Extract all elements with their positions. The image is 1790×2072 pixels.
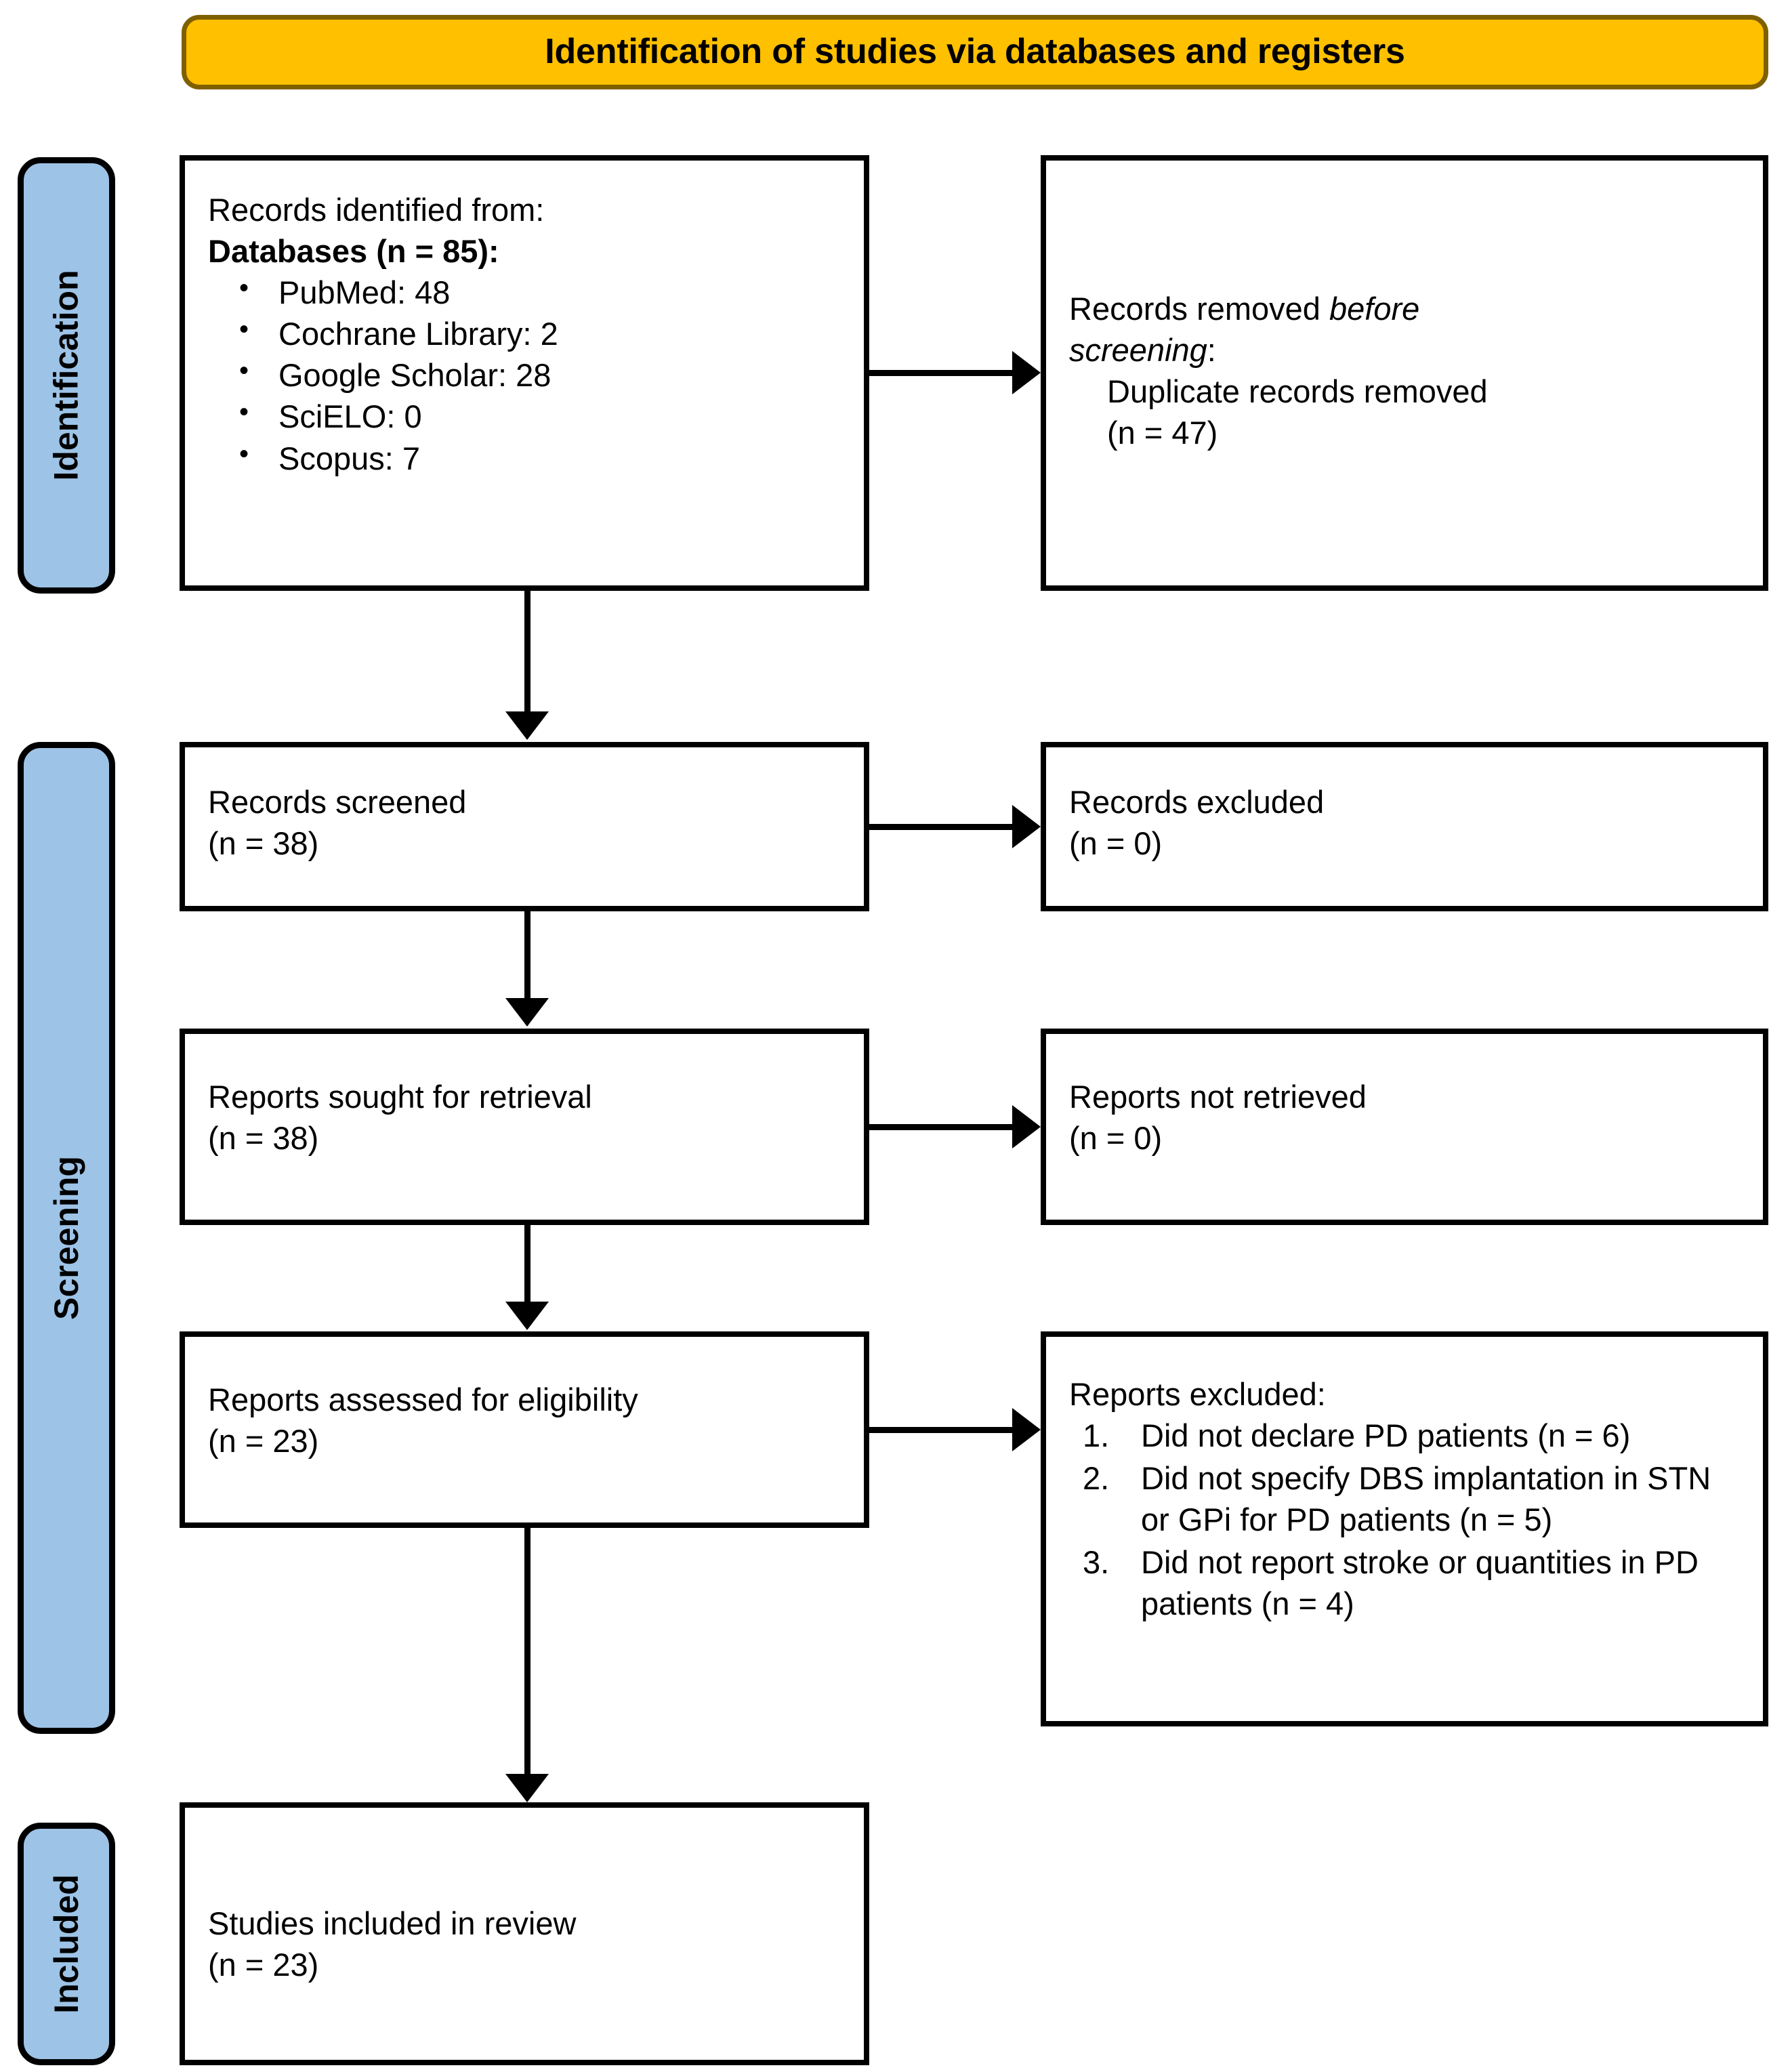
- records-screened-label: Records screened: [208, 784, 467, 820]
- reports-assessed-count: (n = 23): [208, 1423, 319, 1459]
- arrow-sought-to-assessed-line: [524, 1225, 530, 1303]
- arrow-identified-to-screened-head: [505, 711, 549, 740]
- reports-sought-count: (n = 38): [208, 1120, 319, 1157]
- stage-label-identification: Identification: [18, 157, 115, 594]
- stage-label-screening: Screening: [18, 742, 115, 1734]
- list-item: Google Scholar: 28: [239, 353, 848, 396]
- arrow-screened-to-sought-head: [505, 998, 549, 1027]
- list-item: Cochrane Library: 2: [239, 312, 848, 354]
- identification-banner: Identification of studies via databases …: [182, 15, 1768, 89]
- box-records-screened: Records screened (n = 38): [180, 742, 869, 911]
- arrow-assessed-to-reportsexcluded-line: [869, 1427, 1012, 1433]
- arrow-screened-to-sought-line: [524, 911, 530, 999]
- records-screened-count: (n = 38): [208, 825, 319, 862]
- records-identified-databases-total: Databases (n = 85):: [208, 233, 499, 270]
- studies-included-count: (n = 23): [208, 1947, 319, 1983]
- arrow-assessed-to-included-head: [505, 1774, 549, 1802]
- box-records-excluded-content: Records excluded (n = 0): [1069, 781, 1747, 864]
- arrow-assessed-to-reportsexcluded-head: [1012, 1408, 1041, 1451]
- records-identified-heading: Records identified from:: [208, 192, 545, 228]
- box-studies-included-content: Studies included in review (n = 23): [208, 1903, 848, 1985]
- list-item: SciELO: 0: [239, 394, 848, 437]
- records-removed-emph-screening: screening: [1069, 332, 1207, 369]
- arrow-identified-to-screened-line: [524, 591, 530, 713]
- box-reports-sought-for-retrieval: Reports sought for retrieval (n = 38): [180, 1029, 869, 1225]
- reports-sought-label: Reports sought for retrieval: [208, 1079, 592, 1115]
- banner-title: Identification of studies via databases …: [545, 32, 1405, 72]
- records-removed-heading-line1: Records removed before: [1069, 288, 1747, 329]
- box-reports-excluded-content: Reports excluded: Did not declare PD pat…: [1069, 1373, 1747, 1626]
- reports-excluded-reason-list: Did not declare PD patients (n = 6) Did …: [1069, 1415, 1747, 1624]
- records-excluded-count: (n = 0): [1069, 825, 1163, 862]
- records-removed-emph-before: before: [1329, 291, 1420, 327]
- box-records-screened-content: Records screened (n = 38): [208, 781, 848, 864]
- reports-not-retrieved-label: Reports not retrieved: [1069, 1079, 1367, 1115]
- box-reports-not-retrieved: Reports not retrieved (n = 0): [1041, 1029, 1768, 1225]
- box-reports-assessed-content: Reports assessed for eligibility (n = 23…: [208, 1379, 848, 1462]
- arrow-sought-to-assessed-head: [505, 1302, 549, 1330]
- database-source-list: PubMed: 48 Cochrane Library: 2 Google Sc…: [208, 270, 848, 479]
- box-reports-sought-content: Reports sought for retrieval (n = 38): [208, 1076, 848, 1159]
- list-item: Did not specify DBS implantation in STN …: [1083, 1457, 1711, 1538]
- arrow-screened-to-excluded-line: [869, 824, 1012, 830]
- box-reports-assessed-for-eligibility: Reports assessed for eligibility (n = 23…: [180, 1331, 869, 1528]
- box-records-removed-before-screening: Records removed before screening: Duplic…: [1041, 155, 1768, 591]
- list-item: Did not report stroke or quantities in P…: [1083, 1541, 1699, 1622]
- box-reports-excluded: Reports excluded: Did not declare PD pat…: [1041, 1331, 1768, 1726]
- stage-label-included: Included: [18, 1823, 115, 2065]
- duplicate-records-removed-label: Duplicate records removed: [1107, 373, 1488, 410]
- arrow-sought-to-notretrieved-head: [1012, 1105, 1041, 1148]
- box-records-removed-content: Records removed before screening: Duplic…: [1069, 288, 1747, 453]
- stage-label-identification-text: Identification: [47, 270, 86, 481]
- box-records-excluded: Records excluded (n = 0): [1041, 742, 1768, 911]
- stage-label-included-text: Included: [47, 1874, 86, 2014]
- records-removed-heading-line2: screening:: [1069, 329, 1747, 371]
- arrow-sought-to-notretrieved-line: [869, 1124, 1012, 1130]
- records-removed-heading-colon: :: [1207, 332, 1216, 369]
- arrow-identified-to-removed-head: [1012, 351, 1041, 394]
- reports-not-retrieved-count: (n = 0): [1069, 1120, 1163, 1157]
- studies-included-label: Studies included in review: [208, 1905, 577, 1941]
- box-records-identified: Records identified from: Databases (n = …: [180, 155, 869, 591]
- list-item: PubMed: 48: [239, 270, 848, 313]
- reports-assessed-label: Reports assessed for eligibility: [208, 1382, 638, 1417]
- list-item: Did not declare PD patients (n = 6): [1083, 1415, 1631, 1456]
- arrow-identified-to-removed-line: [869, 370, 1012, 376]
- arrow-assessed-to-included-line: [524, 1528, 530, 1775]
- arrow-screened-to-excluded-head: [1012, 805, 1041, 848]
- duplicate-records-removed-count: (n = 47): [1107, 415, 1218, 451]
- box-records-identified-content: Records identified from: Databases (n = …: [208, 189, 848, 479]
- records-excluded-label: Records excluded: [1069, 784, 1325, 820]
- box-reports-not-retrieved-content: Reports not retrieved (n = 0): [1069, 1076, 1747, 1159]
- box-studies-included-in-review: Studies included in review (n = 23): [180, 1802, 869, 2065]
- list-item: Scopus: 7: [239, 436, 848, 479]
- stage-label-screening-text: Screening: [47, 1156, 85, 1320]
- records-removed-heading-text: Records removed: [1069, 291, 1329, 327]
- reports-excluded-heading: Reports excluded:: [1069, 1376, 1326, 1412]
